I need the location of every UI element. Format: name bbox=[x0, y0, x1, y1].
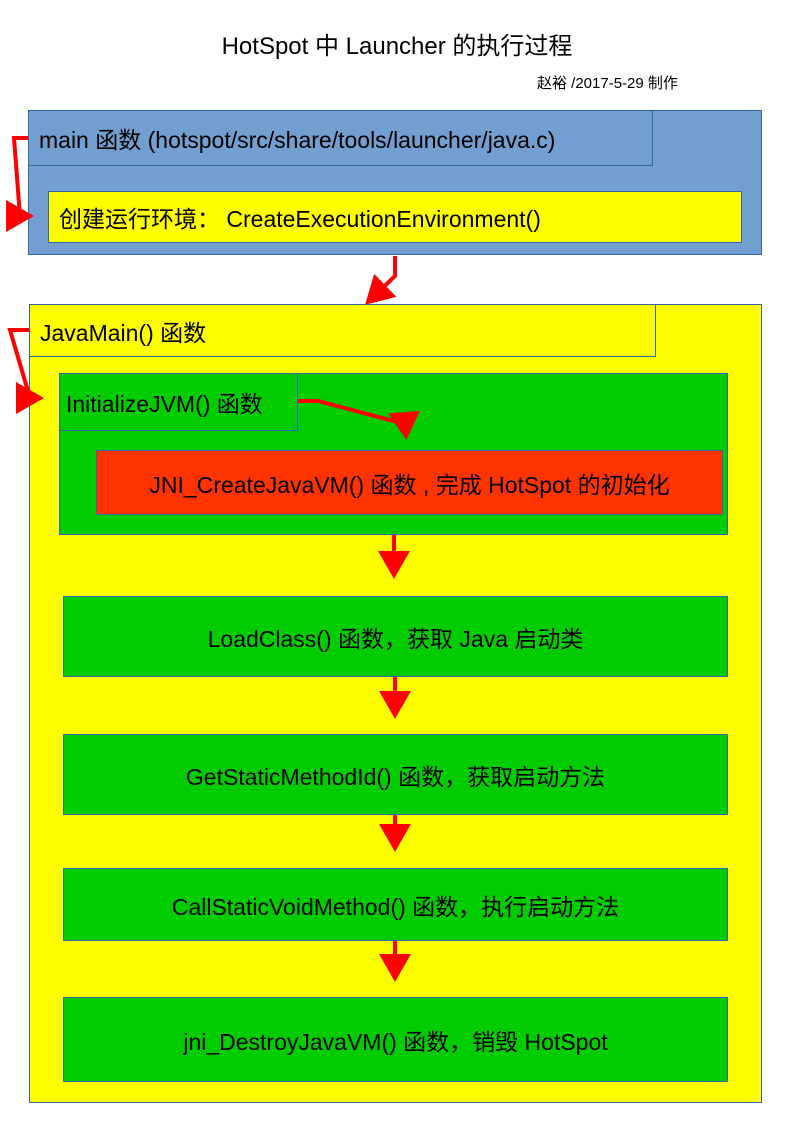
java-main-header: JavaMain() 函数 bbox=[29, 304, 656, 357]
main-function-header: main 函数 (hotspot/src/share/tools/launche… bbox=[28, 110, 653, 166]
arrow-main-to-create-env bbox=[6, 136, 34, 232]
get-static-method-id-step: GetStaticMethodId() 函数，获取启动方法 bbox=[63, 734, 728, 815]
arrow-java-main-to-init-jvm bbox=[7, 328, 44, 414]
arrow-init-jvm-to-jni-create bbox=[298, 399, 420, 440]
author-credit: 赵裕 /2017-5-29 制作 bbox=[537, 75, 678, 92]
diagram-title: HotSpot 中 Launcher 的执行过程 bbox=[221, 33, 573, 60]
arrow-main-to-java-main bbox=[365, 256, 397, 305]
initialize-jvm-header: InitializeJVM() 函数 bbox=[59, 373, 298, 431]
call-static-void-method-step: CallStaticVoidMethod() 函数，执行启动方法 bbox=[63, 868, 728, 941]
load-class-step: LoadClass() 函数，获取 Java 启动类 bbox=[63, 596, 728, 677]
create-execution-environment-step: 创建运行环境： CreateExecutionEnvironment() bbox=[48, 191, 742, 243]
jni-create-java-vm-step: JNI_CreateJavaVM() 函数 , 完成 HotSpot 的初始化 bbox=[96, 450, 723, 515]
jni-destroy-java-vm-step: jni_DestroyJavaVM() 函数，销毁 HotSpot bbox=[63, 997, 728, 1082]
